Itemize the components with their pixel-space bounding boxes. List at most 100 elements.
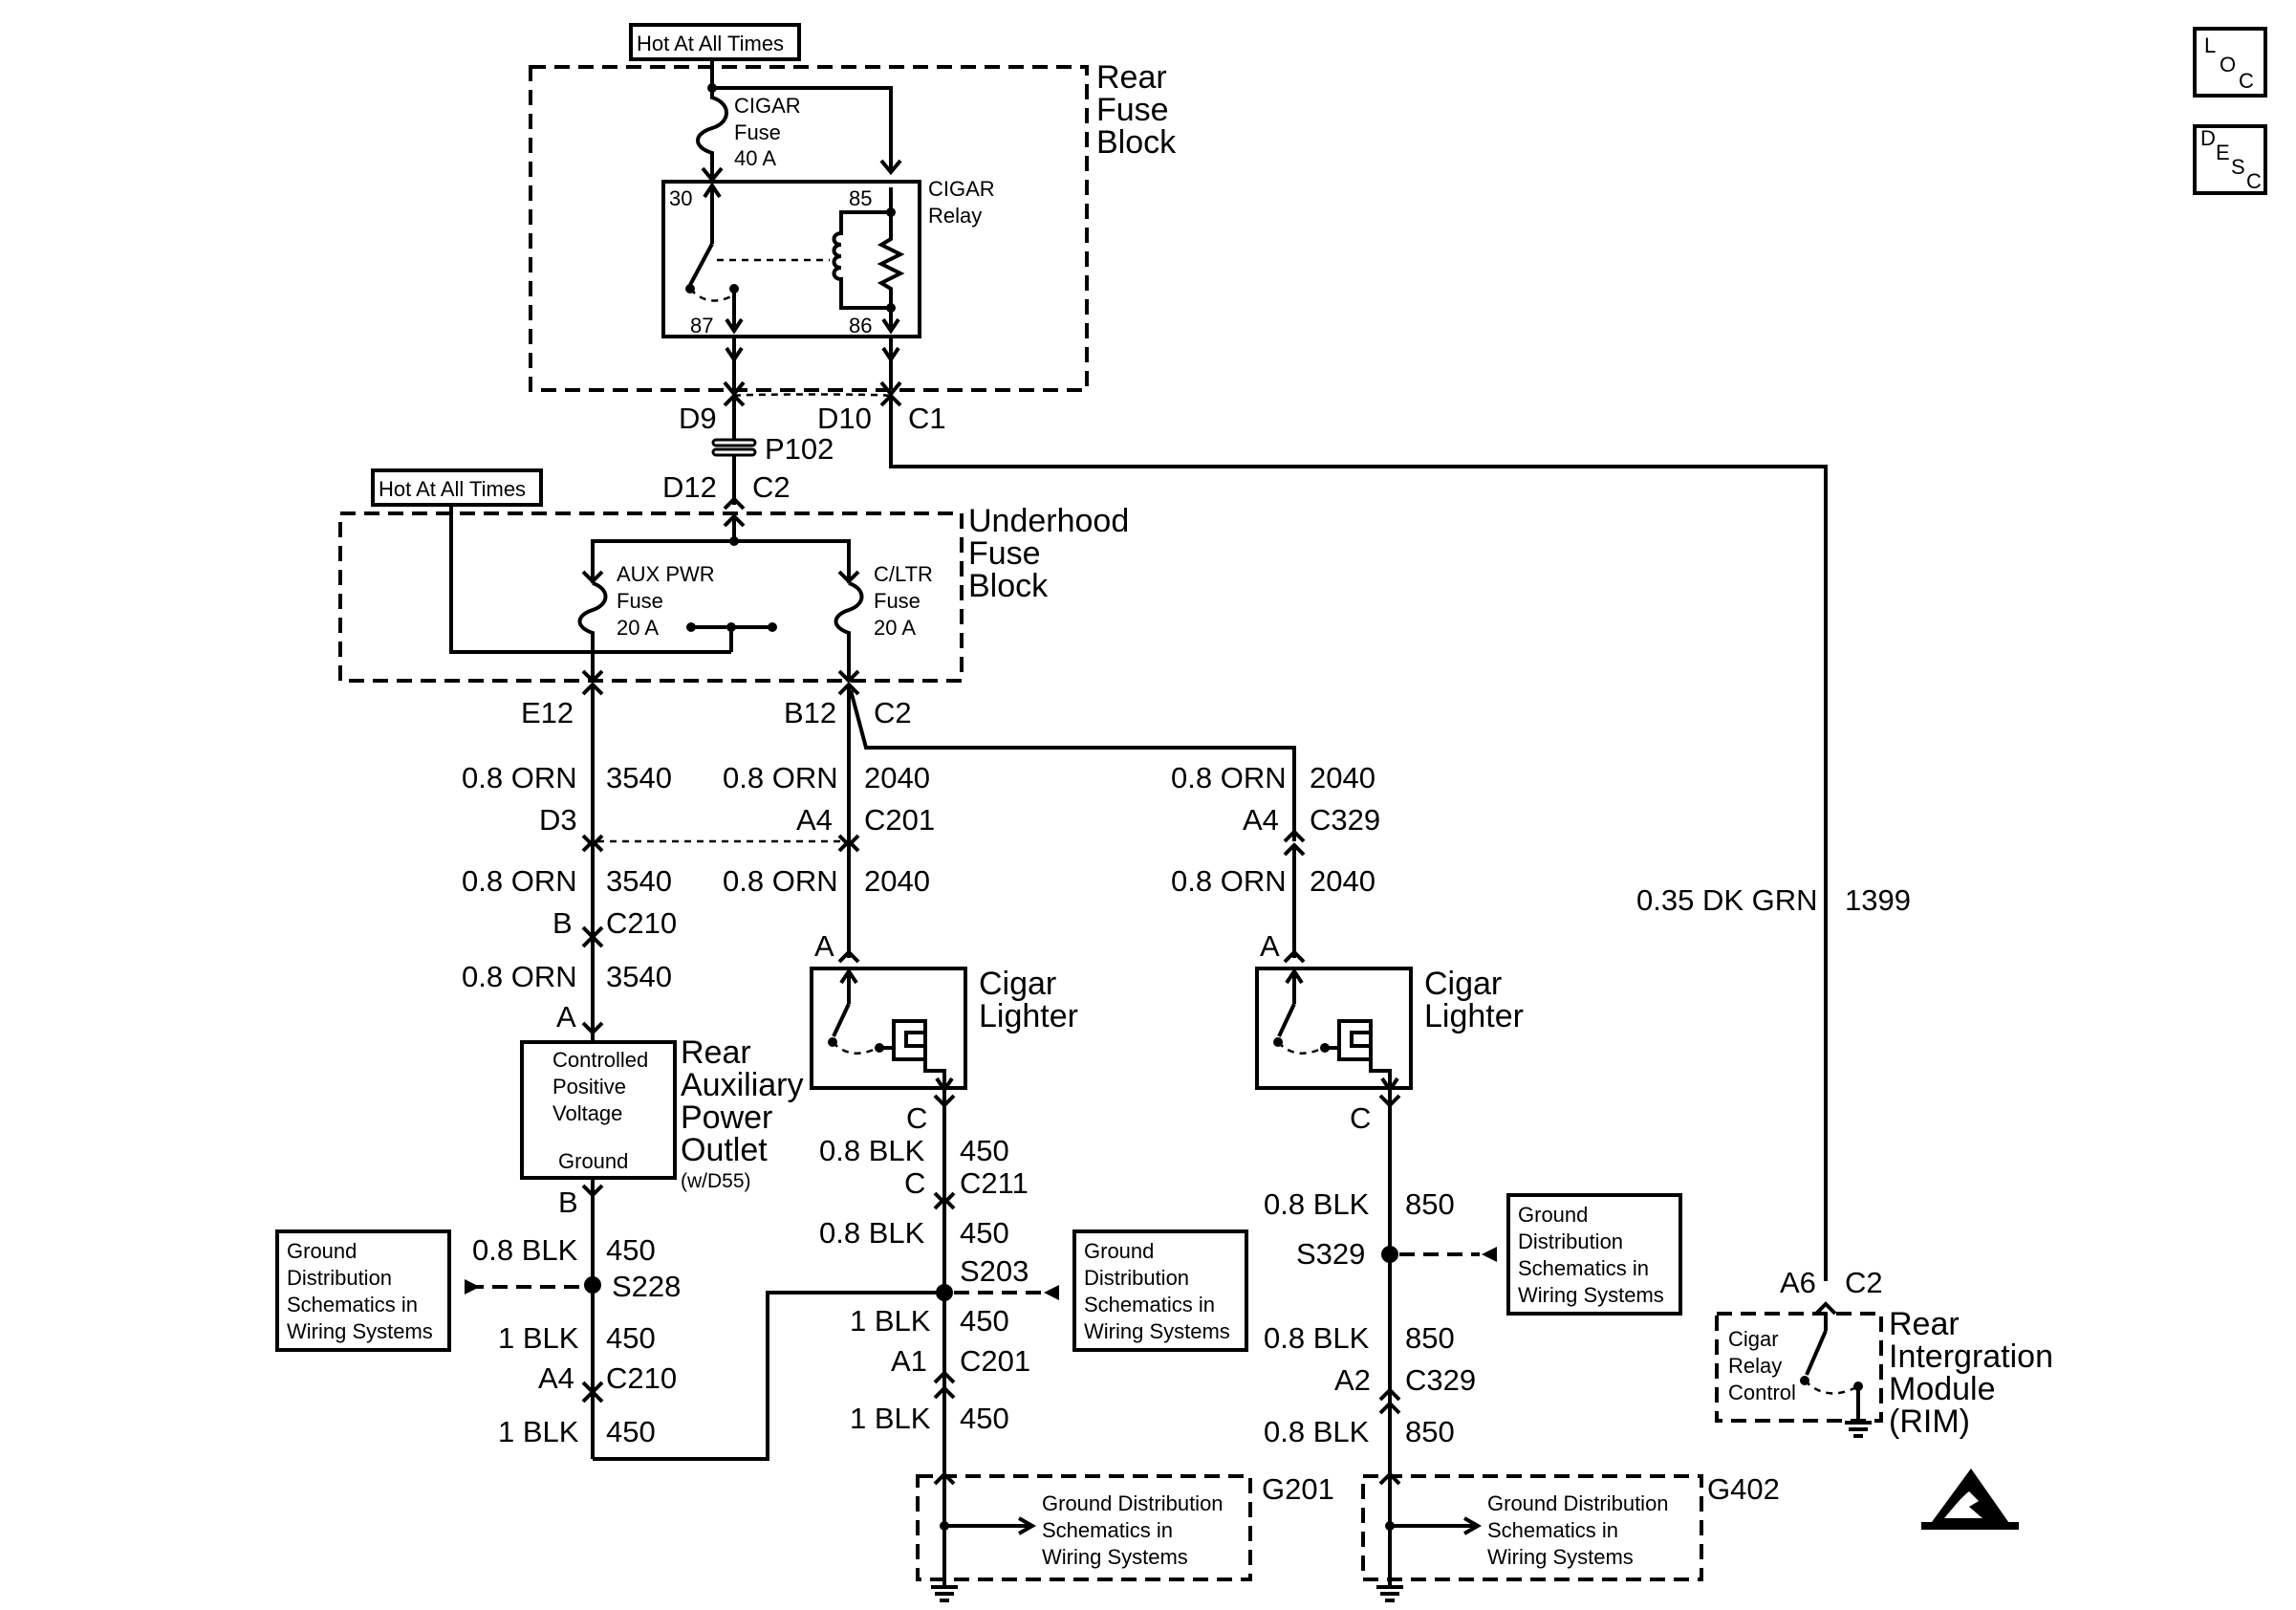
cigar-lighter-1-title: Cigar Lighter: [979, 966, 1078, 1034]
svg-text:Distribution: Distribution: [1518, 1229, 1623, 1253]
wire-3540-c-size: 0.8 ORN: [462, 960, 577, 993]
svg-text:Intergration: Intergration: [1889, 1338, 2053, 1375]
svg-text:Hot At All Times: Hot At All Times: [637, 32, 784, 55]
svg-text:AUX PWR: AUX PWR: [617, 562, 715, 586]
svg-text:S: S: [2231, 155, 2245, 179]
svg-text:Rear: Rear: [681, 1034, 751, 1071]
conn-a4-c329: A4: [1243, 803, 1279, 837]
svg-text:Ground: Ground: [287, 1239, 357, 1263]
svg-text:Auxiliary: Auxiliary: [681, 1067, 803, 1103]
wire-450-d-size: 1 BLK: [498, 1321, 579, 1355]
ground-g402[interactable]: Ground Distribution Schematics in Wiring…: [1361, 1474, 1703, 1602]
svg-text:20 A: 20 A: [874, 616, 916, 640]
cltr-fuse-20a[interactable]: C/LTR Fuse 20 A: [834, 562, 933, 681]
svg-text:Block: Block: [968, 568, 1049, 604]
svg-text:C: C: [2239, 69, 2254, 93]
svg-text:S203: S203: [960, 1254, 1029, 1288]
wire-850-c-circuit: 850: [1405, 1415, 1455, 1448]
wire-1399-circuit: 1399: [1845, 883, 1911, 917]
svg-text:85: 85: [849, 186, 872, 210]
conn-b-outlet: B: [558, 1186, 578, 1219]
conn-c2-mid: C2: [874, 696, 912, 729]
loc-icon[interactable]: L O C: [2193, 27, 2267, 98]
svg-text:O: O: [2220, 53, 2236, 76]
svg-text:20 A: 20 A: [617, 616, 659, 640]
wire-450-b-circuit: 450: [960, 1134, 1009, 1167]
wire-2040-a-size: 0.8 ORN: [723, 761, 838, 794]
aux-pwr-fuse-20a[interactable]: AUX PWR Fuse 20 A: [577, 562, 778, 681]
splice-s203[interactable]: S203: [936, 1254, 1029, 1301]
conn-b12: B12: [784, 696, 836, 729]
wire-3540-b-size: 0.8 ORN: [462, 864, 577, 898]
conn-d10: D10: [817, 402, 872, 435]
svg-text:Wiring Systems: Wiring Systems: [287, 1319, 433, 1343]
svg-text:Module: Module: [1889, 1371, 1996, 1407]
wire-450-f-circuit: 450: [960, 1304, 1009, 1338]
rear-auxiliary-power-outlet[interactable]: Controlled Positive Voltage Ground: [520, 1040, 677, 1180]
svg-text:L: L: [2204, 33, 2216, 57]
svg-text:Distribution: Distribution: [287, 1266, 392, 1290]
hot-at-all-times-label-rear: Hot At All Times: [629, 23, 801, 61]
svg-text:C: C: [2246, 169, 2262, 193]
ground-distribution-box-middle[interactable]: Ground Distribution Schematics in Wiring…: [1072, 1229, 1248, 1352]
svg-text:30: 30: [669, 186, 692, 210]
svg-text:Schematics in: Schematics in: [1084, 1293, 1215, 1316]
conn-a2: A2: [1334, 1363, 1371, 1397]
splice-s228[interactable]: S228: [584, 1270, 681, 1303]
svg-text:Ground: Ground: [1084, 1239, 1154, 1263]
conn-c-lighter1: C: [906, 1101, 927, 1135]
svg-text:D: D: [2200, 126, 2216, 150]
conn-c210-bot: C210: [606, 1361, 677, 1395]
wire-450-g-size: 1 BLK: [850, 1402, 931, 1435]
svg-text:Hot At All Times: Hot At All Times: [379, 477, 526, 501]
rear-outlet-title: Rear Auxiliary Power Outlet (w/D55): [681, 1034, 803, 1192]
svg-text:Voltage: Voltage: [552, 1101, 622, 1125]
ground-distribution-box-right[interactable]: Ground Distribution Schematics in Wiring…: [1506, 1193, 1682, 1316]
svg-text:Underhood: Underhood: [968, 503, 1129, 539]
wire-3540-a-circuit: 3540: [606, 761, 672, 794]
svg-text:Wiring Systems: Wiring Systems: [1518, 1283, 1664, 1307]
cigar-lighter-1[interactable]: [810, 967, 967, 1094]
conn-e12: E12: [521, 696, 574, 729]
wire-1399-dk-grn: [889, 396, 1828, 1281]
svg-text:Control: Control: [1728, 1381, 1796, 1404]
svg-text:Fuse: Fuse: [874, 589, 921, 613]
conn-d12: D12: [662, 470, 717, 504]
svg-text:Cigar: Cigar: [979, 966, 1056, 1002]
wire-2040-c-circuit: 2040: [1310, 761, 1375, 794]
conn-a6: A6: [1780, 1266, 1816, 1299]
p102-connector[interactable]: P102: [711, 432, 834, 466]
wire-2040-b-size: 0.8 ORN: [723, 864, 838, 898]
svg-text:Lighter: Lighter: [979, 998, 1078, 1034]
ground-g201[interactable]: Ground Distribution Schematics in Wiring…: [916, 1474, 1252, 1602]
rear-fuse-block-title: Rear Fuse Block: [1096, 59, 1177, 161]
wire-450-f-size: 1 BLK: [850, 1304, 931, 1338]
wire-3540-c-circuit: 3540: [606, 960, 672, 993]
cigar-fuse-40a[interactable]: CIGAR Fuse 40 A: [696, 83, 801, 184]
svg-text:S329: S329: [1296, 1237, 1365, 1271]
conn-c2-top: C2: [752, 470, 791, 504]
cigar-lighter-2[interactable]: [1255, 967, 1413, 1094]
conn-c201-bot: C201: [960, 1344, 1030, 1378]
svg-text:Rear: Rear: [1889, 1306, 1960, 1342]
svg-text:C/LTR: C/LTR: [874, 562, 933, 586]
rear-integration-module[interactable]: Cigar Relay Control: [1715, 1312, 1883, 1438]
svg-text:Schematics in: Schematics in: [1487, 1518, 1618, 1542]
underhood-fuse-block-title: Underhood Fuse Block: [968, 503, 1129, 604]
desc-icon[interactable]: D E S C: [2193, 124, 2267, 195]
wire-850-b-size: 0.8 BLK: [1264, 1321, 1370, 1355]
cigar-relay[interactable]: CIGAR Relay 30 85 87 86: [661, 177, 995, 338]
splice-s329[interactable]: S329: [1296, 1237, 1398, 1271]
svg-text:P102: P102: [765, 432, 834, 466]
conn-c210-top: C210: [606, 906, 677, 940]
wire-2040-b-circuit: 2040: [864, 864, 930, 898]
esd-warning-icon: [1921, 1469, 2019, 1530]
ground-distribution-box-left[interactable]: Ground Distribution Schematics in Wiring…: [275, 1229, 451, 1352]
hot-at-all-times-label-underhood: Hot At All Times: [371, 468, 543, 507]
conn-d3: D3: [539, 803, 577, 837]
conn-b-c210: B: [552, 906, 573, 940]
svg-text:Power: Power: [681, 1099, 772, 1136]
underhood-fuse-block-boundary: [338, 511, 964, 683]
svg-text:S228: S228: [612, 1270, 681, 1303]
wire-1399-size: 0.35 DK GRN: [1636, 883, 1818, 917]
